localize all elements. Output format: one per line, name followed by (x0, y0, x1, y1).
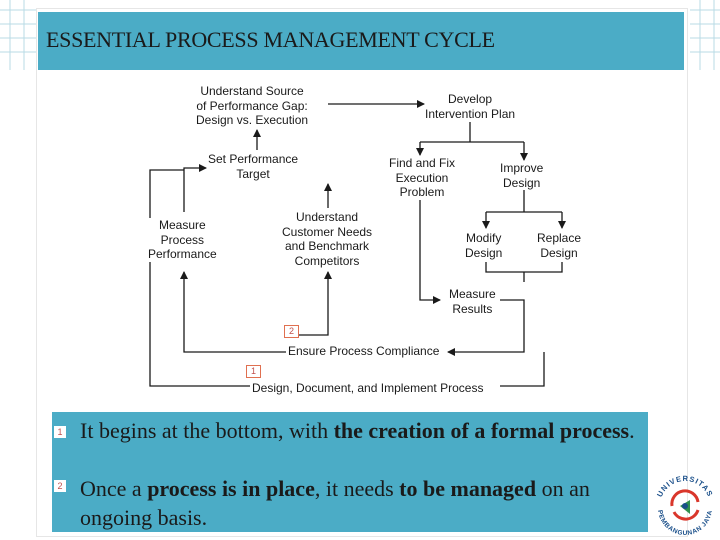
node-design-document-implement: Design, Document, and Implement Process (252, 381, 484, 396)
node-ensure-process-compliance: Ensure Process Compliance (288, 344, 440, 359)
node-develop-intervention-plan: Develop Intervention Plan (425, 92, 516, 121)
node-understand-source: Understand Source of Performance Gap: De… (196, 84, 309, 128)
arrow-compliance-to-measure (180, 271, 286, 353)
node-replace-design: Replace Design (537, 231, 582, 260)
node-measure-results: Measure Results (449, 287, 496, 316)
node-improve-design: Improve Design (500, 161, 544, 190)
title-bar: ESSENTIAL PROCESS MANAGEMENT CYCLE (38, 12, 684, 70)
arrow-find-fix-to-results (419, 200, 441, 304)
arrow-design-to-compliance (500, 352, 545, 387)
bullet-panel: 1 It begins at the bottom, with the crea… (52, 412, 648, 532)
logo-text-top: UNIVERSITAS (655, 474, 714, 499)
slide-title: ESSENTIAL PROCESS MANAGEMENT CYCLE (46, 27, 495, 52)
bullet-text-1: It begins at the bottom, with the creati… (80, 418, 635, 443)
logo-text-bottom: PEMBANGUNAN JAYA (656, 509, 713, 537)
diagram-marker-2: 2 (284, 325, 299, 338)
node-set-performance-target: Set Performance Target (208, 152, 299, 181)
node-modify-design: Modify Design (465, 231, 503, 260)
arrow-compliance-to-customer (286, 271, 332, 336)
arrow-results-to-compliance (447, 299, 525, 356)
process-cycle-diagram (149, 100, 566, 387)
logo-emblem-icon (670, 489, 700, 521)
arrow-measure-to-target (183, 164, 207, 212)
bullet-marker-2: 2 (54, 480, 66, 492)
arrow-design-loop (149, 169, 250, 387)
university-logo: UNIVERSITAS PEMBANGUNAN JAYA (655, 474, 715, 537)
node-understand-customer-needs: Understand Customer Needs and Benchmark … (282, 210, 373, 268)
bullet-marker-1: 1 (54, 426, 66, 438)
diagram-marker-1: 1 (246, 365, 261, 378)
background-grid-decoration (0, 0, 720, 70)
svg-text:PEMBANGUNAN JAYA: PEMBANGUNAN JAYA (656, 509, 714, 537)
node-measure-process-performance: Measure Process Performance (148, 218, 217, 262)
node-find-fix-execution-problem: Find and Fix Execution Problem (389, 156, 456, 200)
svg-text:UNIVERSITAS: UNIVERSITAS (655, 474, 715, 499)
bullet-text-2: Once a process is in place, it needs to … (80, 476, 590, 530)
arrow-modify-replace-to-results (485, 262, 563, 273)
